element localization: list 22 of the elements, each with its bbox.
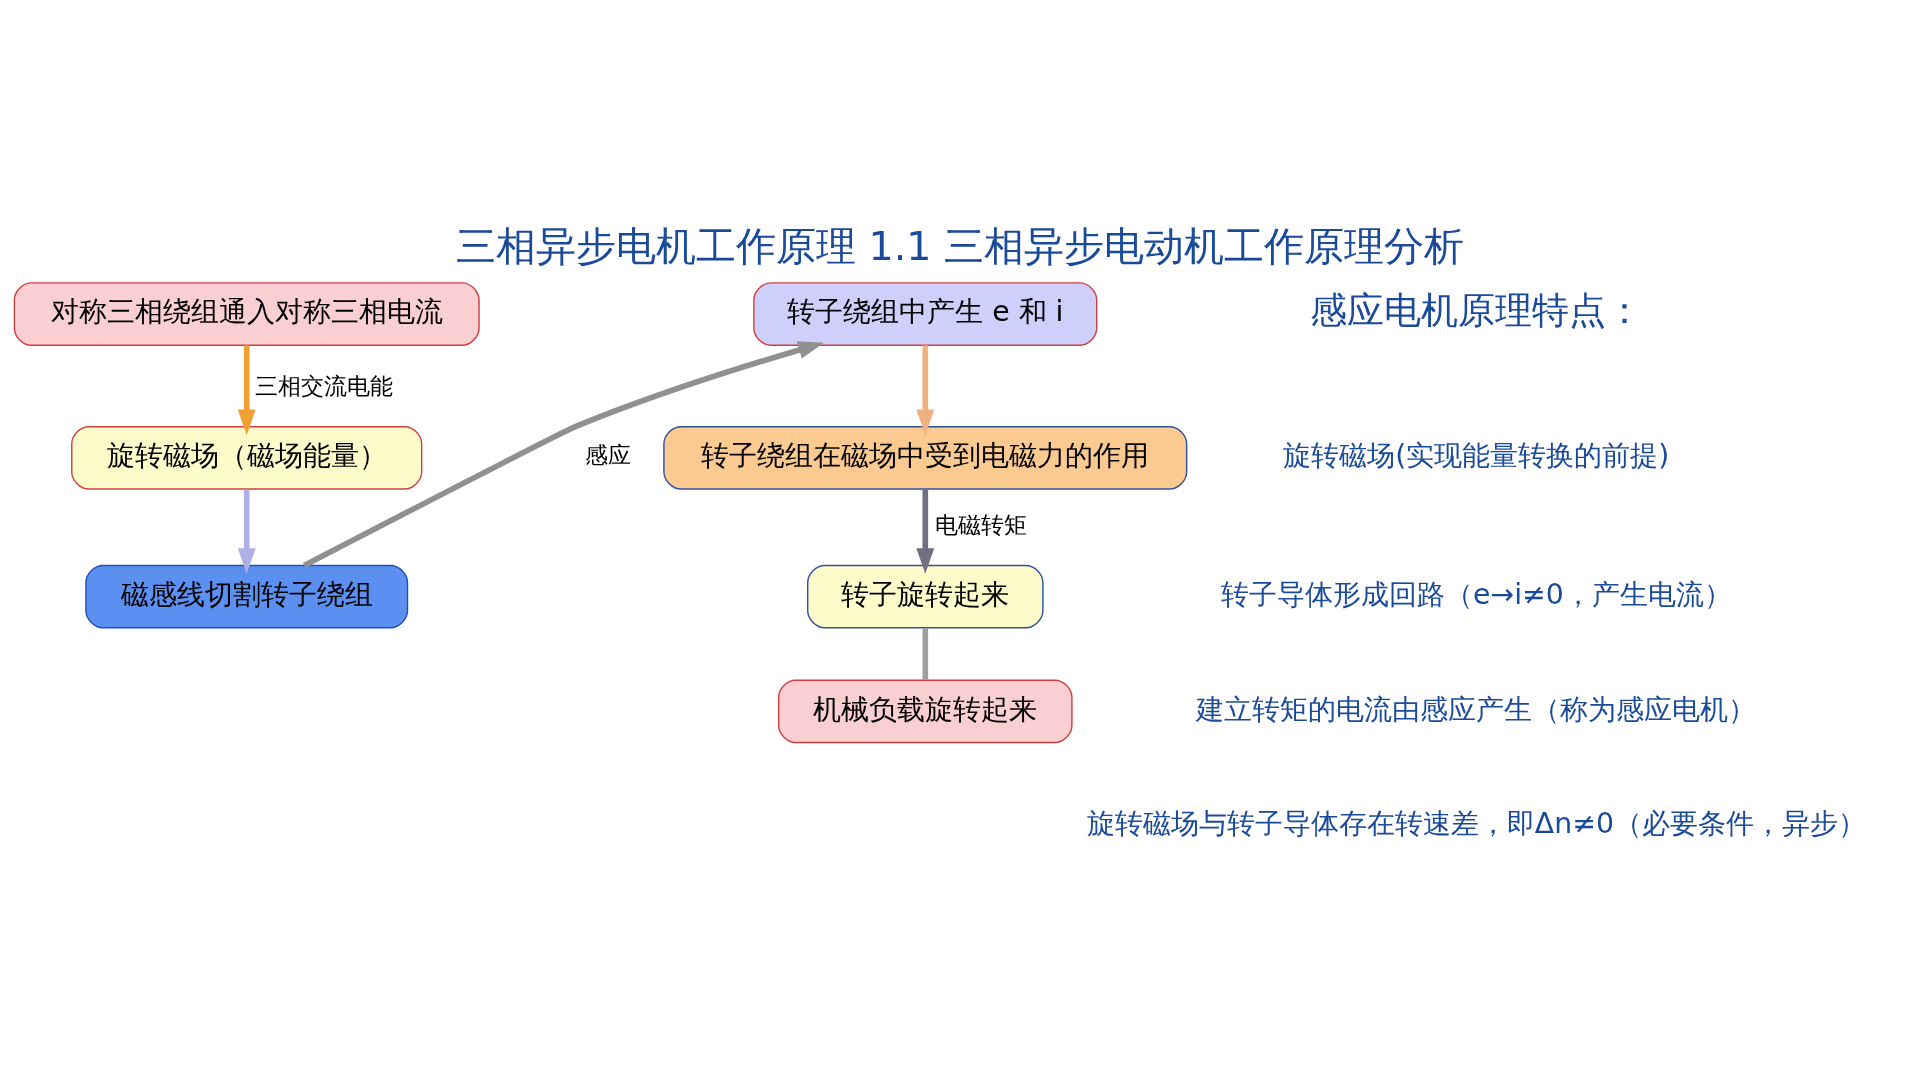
label: 旋转磁场与转子导体存在转速差，即Δn≠0（必要条件，异步） [1086, 807, 1866, 841]
edge-label: 三相交流电能 [254, 372, 393, 399]
node-box: 转子旋转起来 [807, 564, 1044, 629]
node-box: 旋转磁场（磁场能量） [71, 425, 423, 490]
connector [922, 628, 929, 680]
node-box: 对称三相绕组通入对称三相电流 [13, 282, 480, 346]
diagram-title: 三相异步电机工作原理 1.1 三相异步电动机工作原理分析 [455, 223, 1465, 270]
arrow [916, 345, 935, 436]
node-box: 机械负载旋转起来 [777, 679, 1073, 744]
edge-label: 感应 [585, 442, 632, 469]
arrow [916, 489, 935, 574]
node-box: 磁感线切割转子绕组 [85, 564, 409, 629]
label: 建立转矩的电流由感应产生（称为感应电机） [1196, 692, 1757, 726]
arrow [237, 489, 256, 574]
arrow [237, 345, 256, 436]
arrow [302, 341, 824, 568]
label: 旋转磁场(实现能量转换的前提) [1283, 438, 1670, 472]
label: 转子导体形成回路（e→i≠0，产生电流） [1220, 577, 1732, 611]
node-box: 转子绕组在磁场中受到电磁力的作用 [663, 425, 1188, 490]
node-box: 转子绕组中产生 e 和 i [753, 282, 1098, 346]
edge-label: 电磁转矩 [934, 511, 1027, 538]
label: 感应电机原理特点： [1309, 288, 1643, 332]
